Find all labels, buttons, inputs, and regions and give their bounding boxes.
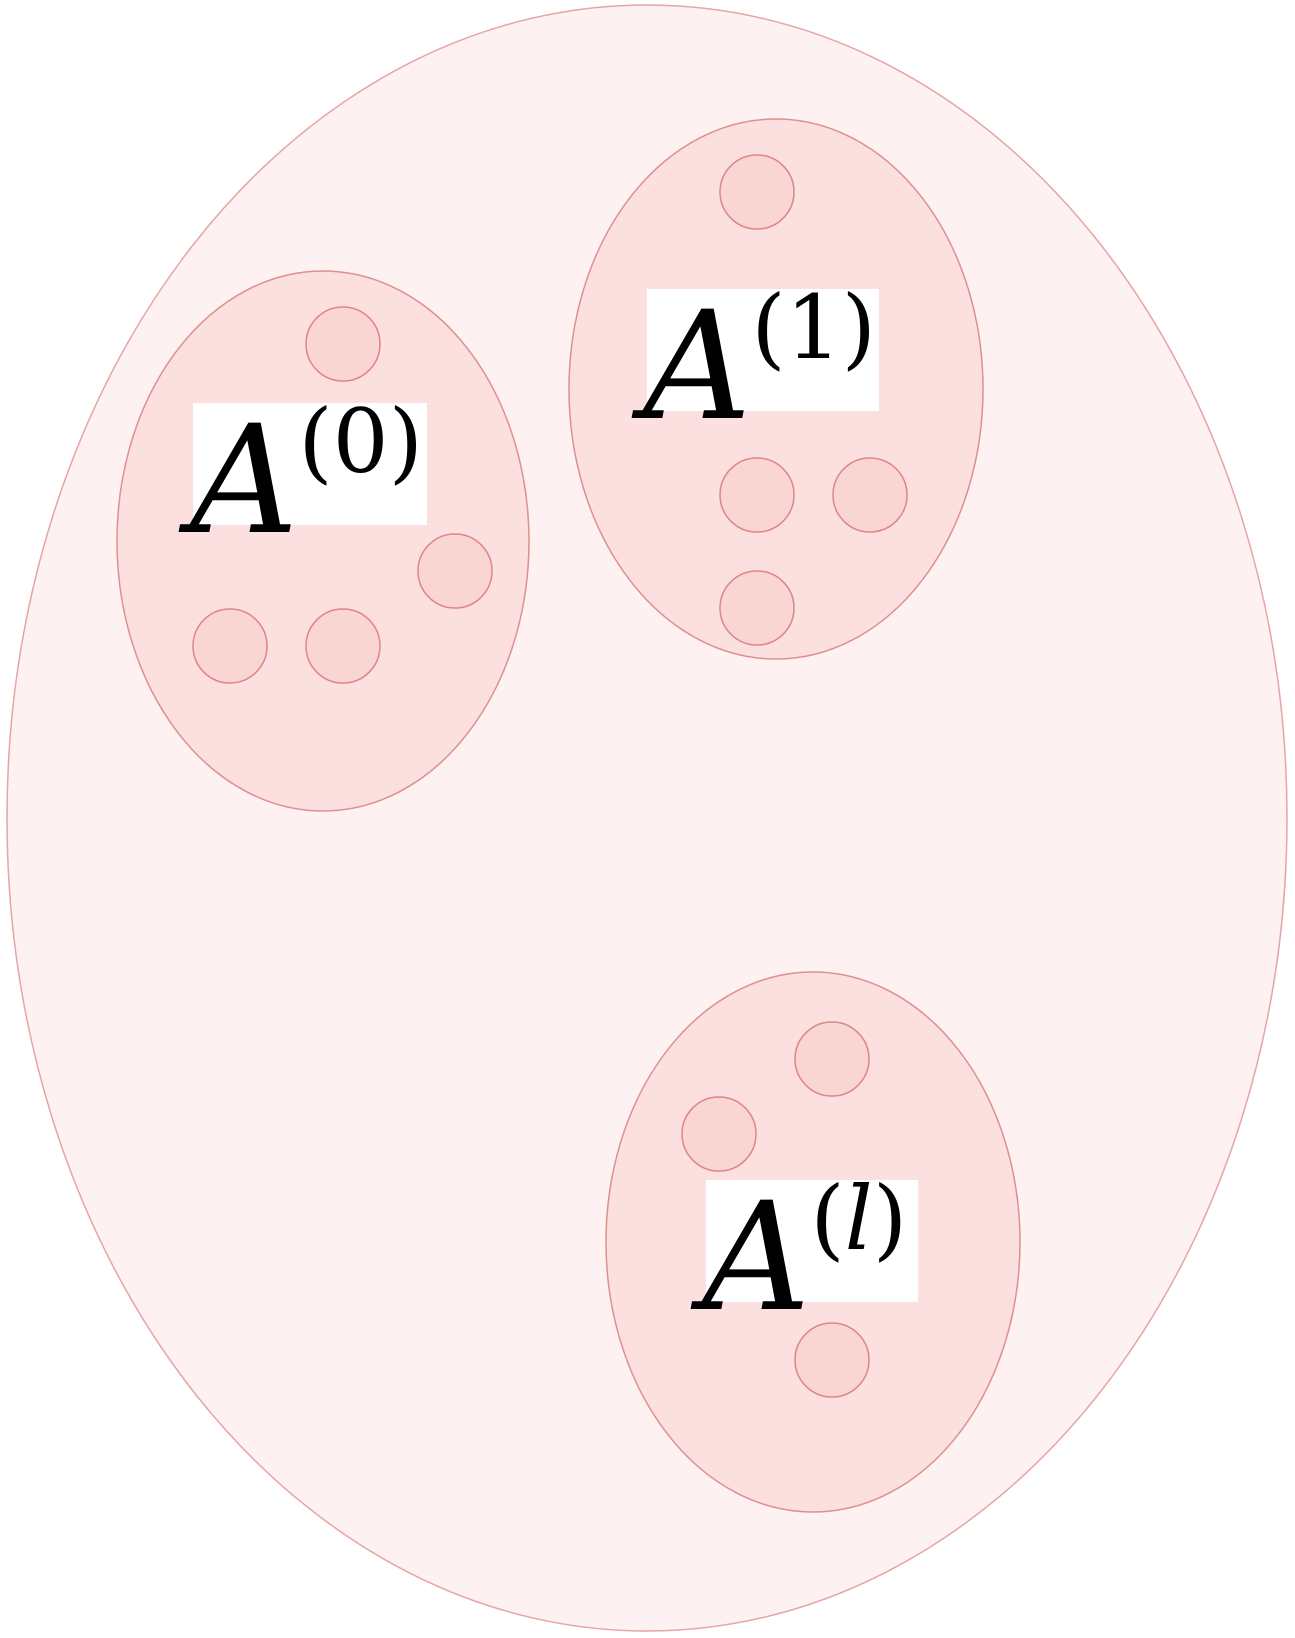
group-a0-node (305, 608, 381, 684)
group-a1-node (719, 457, 795, 533)
group-al-node (681, 1096, 757, 1172)
group-a1: A(1) (568, 118, 984, 660)
group-al-label-close-paren: ) (873, 1167, 907, 1270)
group-al-label: A(l) (690, 1167, 918, 1345)
group-a0-node (192, 608, 268, 684)
group-al-label-background (706, 1180, 918, 1302)
group-a1-node (719, 154, 795, 230)
group-al-node (794, 1322, 870, 1398)
group-al-label-base: A (690, 1171, 810, 1345)
group-al-label-open-paren: ( (810, 1167, 844, 1270)
group-al-label-index: l (845, 1167, 873, 1270)
group-a0-label-open-paren: ( (298, 390, 332, 493)
group-al-node (794, 1021, 870, 1097)
group-a1-label-background (647, 289, 879, 411)
group-al: A(l) (605, 971, 1021, 1513)
group-a0-label: A(0) (178, 390, 427, 568)
group-a0-node (417, 533, 493, 609)
group-a1-label-close-paren: ) (842, 276, 876, 379)
group-a0-label-close-paren: ) (389, 390, 423, 493)
group-a0-node (305, 306, 381, 382)
group-a0: A(0) (116, 270, 530, 812)
group-a1-label-open-paren: ( (751, 276, 785, 379)
group-a1-label-text: A(1) (631, 276, 876, 454)
group-a0-label-text: A(0) (178, 390, 423, 568)
group-a0-label-background (193, 403, 427, 525)
group-a1-node (832, 457, 908, 533)
group-a1-node (719, 570, 795, 646)
group-a1-label-base: A (631, 280, 751, 454)
group-a0-label-index: 0 (333, 390, 389, 493)
group-a1-label: A(1) (631, 276, 879, 454)
group-a0-label-base: A (178, 394, 298, 568)
group-al-label-text: A(l) (690, 1167, 907, 1345)
group-a1-label-index: 1 (786, 276, 842, 379)
